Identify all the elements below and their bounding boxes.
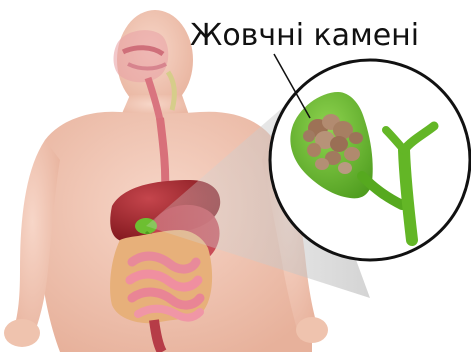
left-hand [4,319,40,347]
gallstones-label: Жовчні камені [190,18,419,53]
right-hand [296,317,328,343]
